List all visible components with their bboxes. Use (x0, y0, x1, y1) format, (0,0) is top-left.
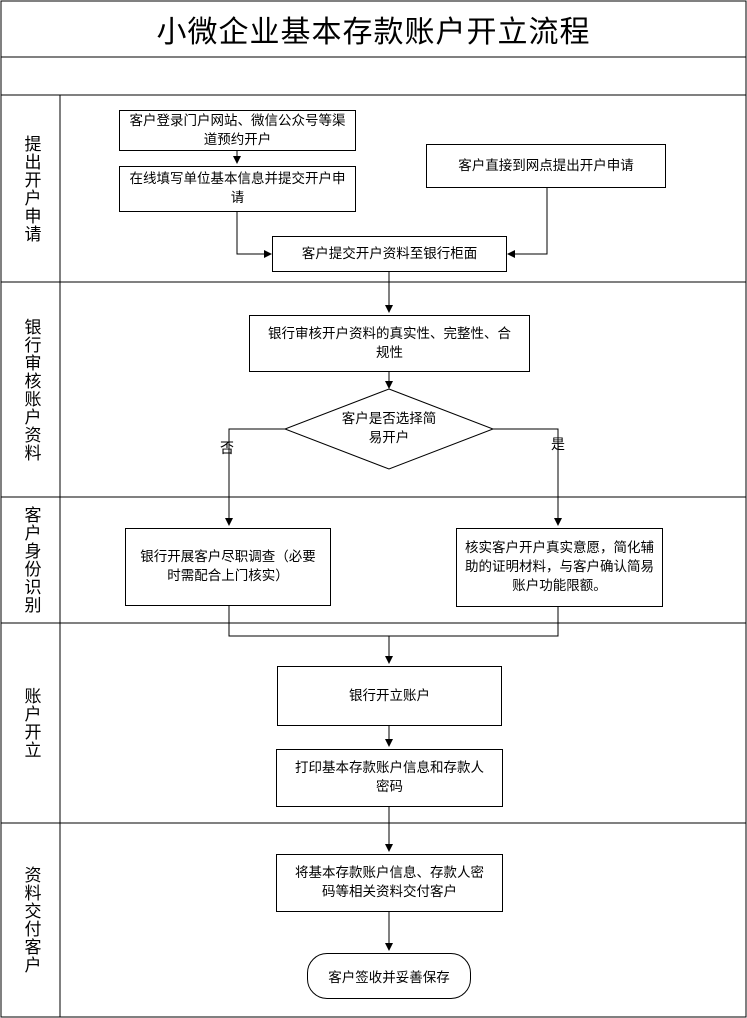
lane-label-open: 账户开立 (20, 687, 41, 759)
lane-label-identify: 客户身份识别 (20, 506, 41, 614)
lane-label-apply: 提出开户申请 (20, 134, 41, 243)
step-due-diligence: 银行开展客户尽职调查（必要时需配合上门核实） (125, 528, 331, 606)
page-title: 小微企业基本存款账户开立流程 (156, 14, 591, 50)
step-deliver: 将基本存款账户信息、存款人密码等相关资料交付客户 (276, 854, 503, 912)
lane-label-review: 银行审核账户资料 (20, 317, 41, 462)
edge-label-no: 否 (220, 441, 234, 457)
step-login-portal: 客户登录门户网站、微信公众号等渠道预约开户 (119, 110, 356, 151)
step-submit-counter: 客户提交开户资料至银行柜面 (272, 236, 507, 272)
merge-left (228, 605, 389, 637)
step-bank-review: 银行审核开户资料的真实性、完整性、合规性 (249, 315, 530, 372)
arrow-decision-yes (493, 428, 562, 526)
arrow-fill-to-submit (236, 211, 272, 258)
lane-label-deliver: 资料交付客户 (20, 866, 41, 974)
step-simple-verify: 核实客户开户真实意愿，简化辅助的证明材料，与客户确认简易账户功能限额。 (456, 528, 663, 607)
step-fill-online: 在线填写单位基本信息并提交开户申请 (119, 166, 356, 212)
decision-diamond (283, 388, 495, 470)
step-print-info: 打印基本存款账户信息和存款人密码 (276, 749, 503, 807)
step-walk-in: 客户直接到网点提出开户申请 (426, 144, 666, 188)
merge-right (389, 606, 559, 637)
step-open-account: 银行开立账户 (277, 666, 502, 726)
decision-text: 客户是否选择简易开户 (341, 411, 437, 446)
edge-label-yes: 是 (551, 437, 565, 453)
arrow-walkin-to-submit (507, 187, 548, 258)
arrow-decision-no (225, 428, 285, 526)
step-sign-keep: 客户签收并妥善保存 (307, 953, 471, 999)
